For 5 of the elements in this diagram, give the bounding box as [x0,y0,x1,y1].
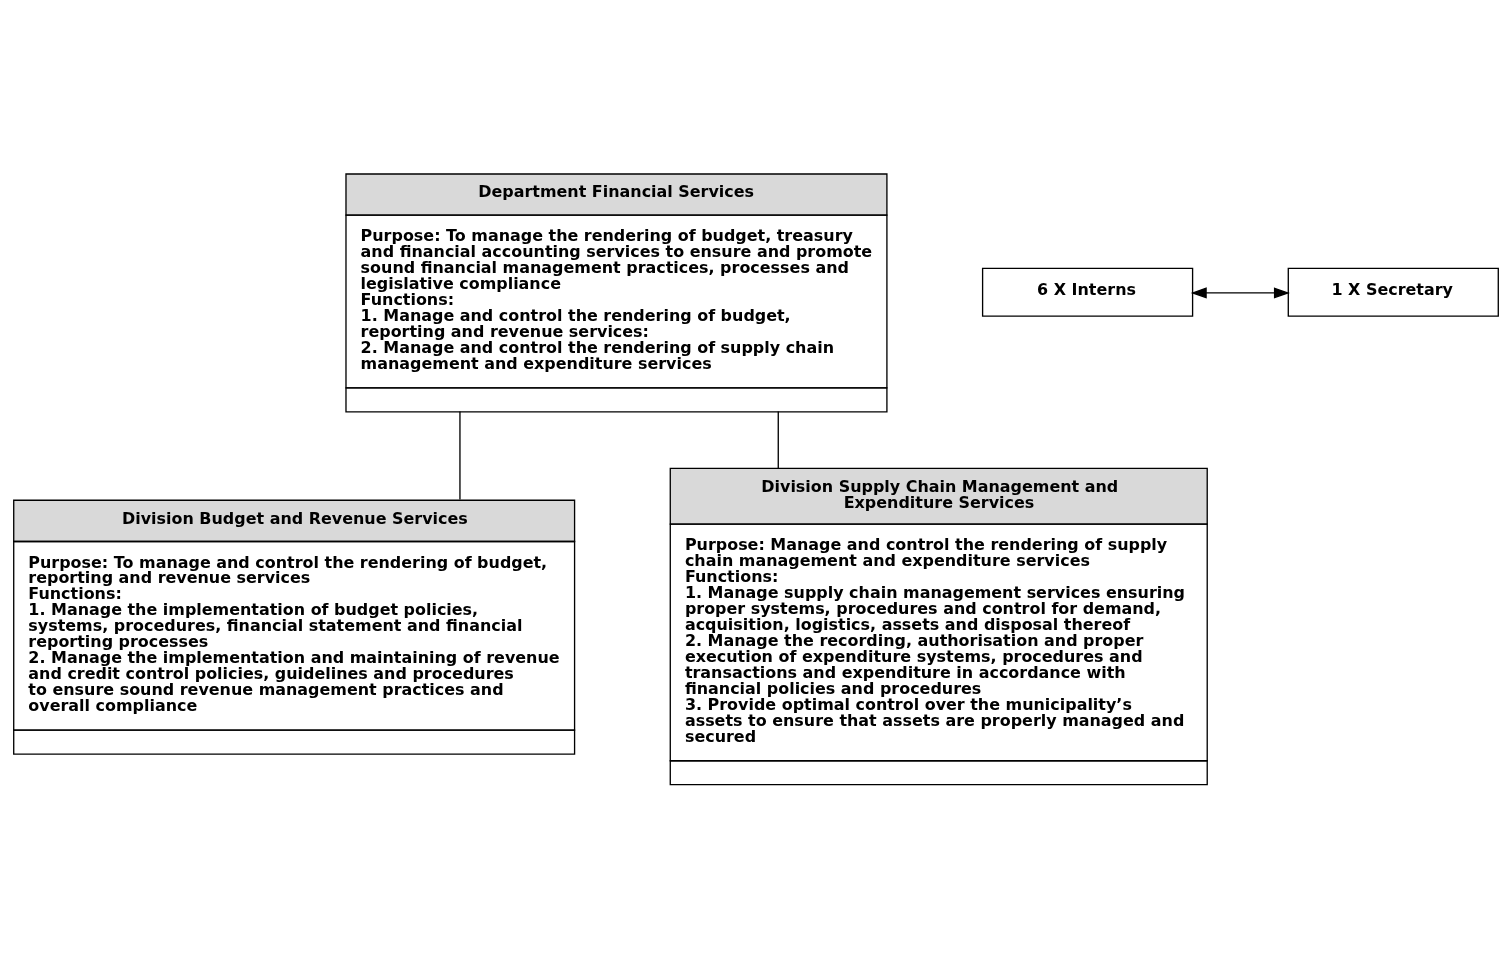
arrow [1190,287,1290,299]
node-box: 1 X Secretary [1287,267,1499,317]
connector [459,410,461,501]
connector [777,410,779,469]
node-box: 6 X Interns [981,267,1194,317]
